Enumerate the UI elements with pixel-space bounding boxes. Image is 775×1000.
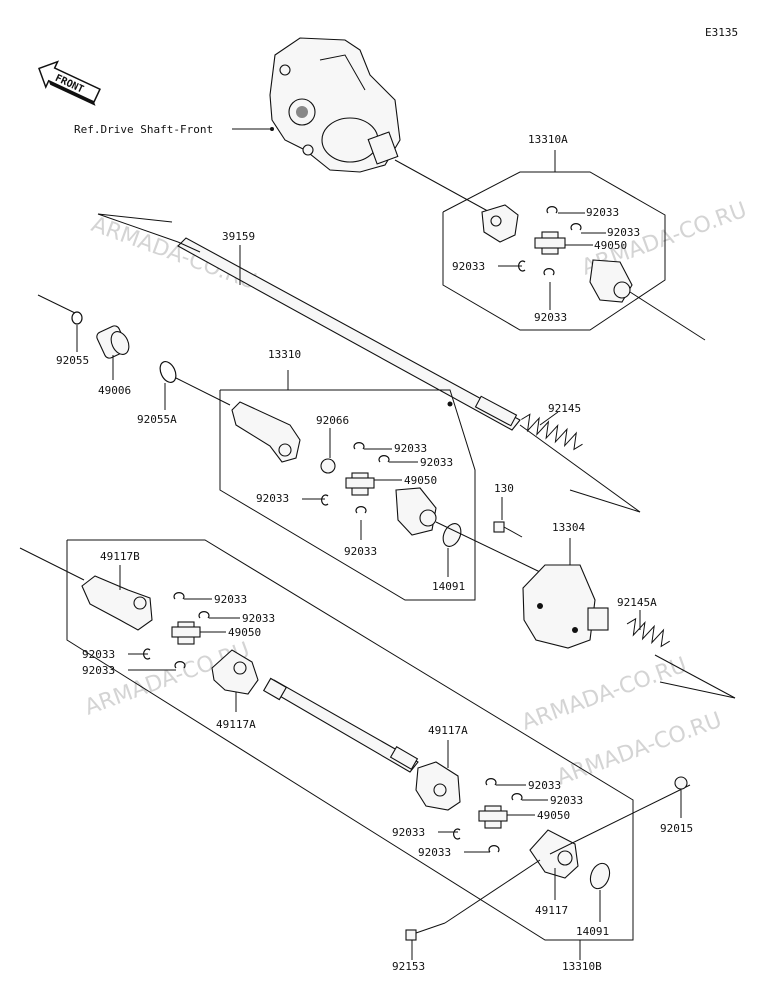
part-label-92033: 92033 [528,779,561,792]
o-ring-icon [159,361,177,383]
nut-92015: 92015 [660,776,693,835]
part-label-92055A: 92055A [137,413,177,426]
part-label-49117B: 49117B [100,550,140,563]
watermark: ARMADA-CO.RU [519,653,691,736]
part-label-92033: 92033 [214,593,247,606]
o-ring-icon [71,311,83,325]
part-label-92033: 92033 [452,260,485,273]
spring-92145: 92145 [521,402,583,451]
circlip-icon [453,828,461,840]
washer-icon [589,862,611,890]
circlip-icon [488,845,500,853]
part-label-92055: 92055 [56,354,89,367]
spring-92145A: 92145A [617,596,670,648]
part-label-49050: 49050 [228,626,261,639]
part-label-92015: 92015 [660,822,693,835]
circlip-icon [570,223,582,231]
part-label-49117A: 49117A [216,718,256,731]
part-label-92033: 92033 [394,442,427,455]
circlip-icon [174,661,186,669]
part-label-92033: 92033 [607,226,640,239]
part-label-92033: 92033 [586,206,619,219]
circlip-icon [511,793,523,801]
part-label-49117A: 49117A [428,724,468,737]
watermark: ARMADA-CO.RU [554,708,726,791]
part-label-49050: 49050 [537,809,570,822]
front-arrow-icon: FRONT [38,60,101,106]
housing-13304: 13304 [522,521,609,649]
circlip-icon [543,268,555,276]
part-label-49006: 49006 [98,384,131,397]
assembly-13310-outline: 13310 92066 92033 92033 49050 92033 9203… [219,348,476,601]
washer-icon [320,458,336,474]
part-label-92033: 92033 [82,648,115,661]
part-label-14091: 14091 [576,925,609,938]
part-label-92033: 92033 [82,664,115,677]
part-label-13310A: 13310A [528,133,568,146]
watermark: ARMADA-CO.RU [88,212,260,295]
part-label-13310: 13310 [268,348,301,361]
reference-label: Ref.Drive Shaft-Front [74,123,213,136]
part-label-130: 130 [494,482,514,495]
bolt-130: 130 [493,482,523,538]
circlip-icon [353,442,365,450]
part-label-92033: 92033 [418,846,451,859]
circlip-icon [378,455,390,463]
assembly-13310A-outline: 13310A 92033 92033 49050 92033 92033 [442,133,666,331]
part-label-14091: 14091 [432,580,465,593]
circlip-icon [485,778,497,786]
seal-parts: 92055 49006 92055A [37,294,231,426]
part-label-92033: 92033 [534,311,567,324]
part-label-13304: 13304 [552,521,585,534]
part-label-49050: 49050 [594,239,627,252]
part-label-92033: 92033 [392,826,425,839]
part-label-92033: 92033 [344,545,377,558]
drive-shaft-39159: 39159 [177,230,521,431]
part-label-92153: 92153 [392,960,425,973]
circlip-icon [546,206,558,214]
part-label-49050: 49050 [404,474,437,487]
circlip-icon [321,494,329,506]
part-label-49117: 49117 [535,904,568,917]
part-label-39159: 39159 [222,230,255,243]
washer-icon [442,523,462,547]
circlip-icon [198,611,210,619]
circlip-icon [355,506,367,514]
part-label-92145: 92145 [548,402,581,415]
part-label-92033: 92033 [242,612,275,625]
part-label-92033: 92033 [420,456,453,469]
assembly-13310B-outline: 13310B 49117B 92033 92033 49050 92033 92… [19,539,634,973]
part-label-13310B: 13310B [562,960,602,973]
part-label-92033: 92033 [550,794,583,807]
differential-case [269,37,401,173]
part-label-92145A: 92145A [617,596,657,609]
part-label-92066: 92066 [316,414,349,427]
bolt-92153: 92153 [392,859,541,973]
circlip-icon [173,592,185,600]
diagram-code: E3135 [705,26,738,39]
part-label-92033: 92033 [256,492,289,505]
